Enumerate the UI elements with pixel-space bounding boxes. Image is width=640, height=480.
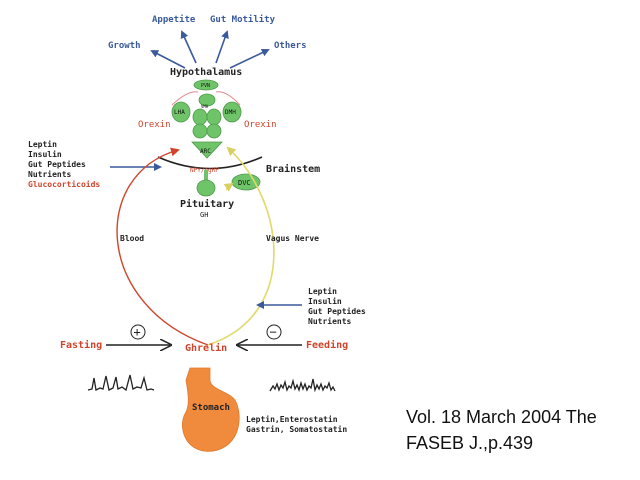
left-input-item: Insulin <box>28 149 62 159</box>
stomach-factors-line2: Gastrin, Somatostatin <box>246 424 347 434</box>
gh-label: GH <box>200 211 208 219</box>
fasting-sign-circle <box>130 324 146 340</box>
left-inputs-list: Leptin Insulin Gut Peptides Nutrients Gl… <box>28 139 100 189</box>
dmh-label: DMH <box>225 109 236 116</box>
fasting-sign: + <box>134 325 141 339</box>
left-input-item: Gut Peptides <box>28 159 86 169</box>
vagus-to-dvc <box>223 182 234 192</box>
vagus-pathway <box>207 146 275 346</box>
right-input-item: Gut Peptides <box>308 306 366 316</box>
arrow-to-appetite <box>180 30 197 64</box>
label-appetite: Appetite <box>152 14 196 25</box>
arrow-to-growth <box>150 50 186 69</box>
dmh-nucleus <box>222 101 242 123</box>
citation-line1: Vol. 18 March 2004 The <box>406 407 597 427</box>
orexin-left-label: Orexin <box>138 120 171 130</box>
orexin-right-arrow <box>215 91 241 106</box>
right-input-item: Nutrients <box>308 316 352 326</box>
citation-line2: FASEB J.,p.439 <box>406 433 534 453</box>
arc-left-lobe <box>192 123 208 139</box>
label-growth: Growth <box>108 41 141 51</box>
dvc-label: DVC <box>238 179 251 187</box>
arc-label: ARC <box>200 148 211 155</box>
pituitary-title: Pituitary <box>180 198 234 210</box>
pvn-label: PVN <box>201 83 210 89</box>
barrier-arc <box>157 156 263 170</box>
hypothalamic-nuclei <box>171 79 242 159</box>
vmh-left-lobe <box>192 108 208 126</box>
feeding-sign-circle <box>266 324 282 340</box>
arrow-to-gut-motility <box>215 30 229 64</box>
right-input-item: Insulin <box>308 296 342 306</box>
pituitary-gland <box>196 179 216 197</box>
label-others: Others <box>274 41 307 51</box>
lha-nucleus <box>171 101 191 123</box>
feeding-label: Feeding <box>306 339 348 351</box>
lha-label: LHA <box>174 109 185 116</box>
stomach-label: Stomach <box>192 403 230 413</box>
citation: Vol. 18 March 2004 The FASEB J.,p.439 <box>406 404 640 456</box>
hypothalamus-title: Hypothalamus <box>170 67 242 78</box>
blood-pathway <box>116 147 209 346</box>
left-input-item: Glucocorticoids <box>28 179 100 189</box>
pituitary-stalk <box>204 170 208 182</box>
vmh-right-lobe <box>206 108 222 126</box>
pvn-nucleus <box>193 79 219 91</box>
right-inputs-list: Leptin Insulin Gut Peptides Nutrients <box>308 286 366 326</box>
left-input-item: Leptin <box>28 139 57 149</box>
fasting-label: Fasting <box>60 339 102 351</box>
label-gut-motility: Gut Motility <box>210 14 276 25</box>
fasting-trace <box>87 374 155 392</box>
brainstem-title: Brainstem <box>266 163 320 175</box>
vmh-label: VMH <box>201 104 209 109</box>
center-upper <box>198 93 216 107</box>
arc-right-lobe <box>206 123 222 139</box>
feeding-trace <box>269 378 336 393</box>
right-input-item: Leptin <box>308 286 337 296</box>
arrow-to-others <box>229 48 270 69</box>
stomach-factors-line1: Leptin,Enterostatin <box>246 414 338 424</box>
feeding-sign: − <box>270 325 277 339</box>
orexin-right-label: Orexin <box>244 120 277 130</box>
orexin-left-arrow <box>171 91 199 106</box>
vagus-label: Vagus Nerve <box>266 234 319 243</box>
arc-nucleus <box>191 141 223 159</box>
stomach-shape <box>182 367 240 452</box>
blood-label: Blood <box>120 234 144 243</box>
left-input-item: Nutrients <box>28 169 72 179</box>
ghrelin-label: Ghrelin <box>185 342 227 354</box>
